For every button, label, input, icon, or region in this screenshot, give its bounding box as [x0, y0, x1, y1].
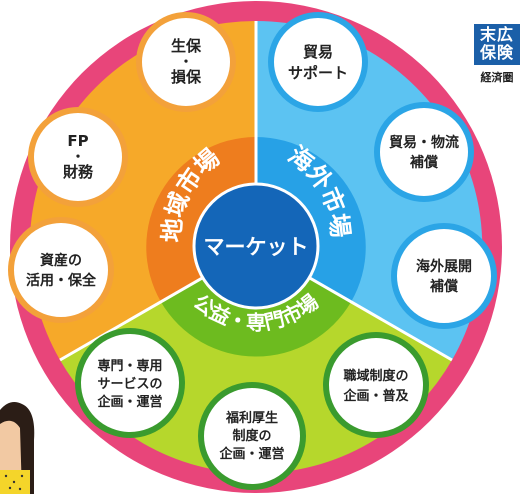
node-label-line: 貿易・物流 — [389, 134, 459, 151]
brand-caption: 経済圏 — [480, 71, 514, 84]
node-label-line: 海外展開 — [416, 258, 472, 275]
node-label-line: 企画・運営 — [218, 446, 284, 462]
node-overseas-expansion-coverage: 海外展開 補償 — [391, 223, 497, 329]
node-label-line: 企画・運営 — [96, 394, 162, 410]
node-label-line: 資産の — [40, 252, 82, 269]
node-label-line: 補償 — [409, 154, 439, 171]
brand-box: 末広 保険 — [474, 24, 520, 65]
node-label-line: 制度の — [232, 428, 271, 444]
node-label-line: サービスの — [97, 376, 162, 392]
node-label-line: 企画・普及 — [342, 388, 409, 404]
node-label-line: 補償 — [429, 278, 459, 295]
node-trade-logistics-coverage: 貿易・物流 補償 — [374, 102, 474, 202]
node-specialized-services: 専門・専用 サービスの 企画・運営 — [75, 328, 185, 438]
brand-logo: 末広 保険 経済圏 — [470, 24, 524, 85]
node-trade-support: 貿易 サポート — [268, 12, 368, 112]
brand-line-1: 末広 — [479, 25, 514, 44]
node-label-line: FP — [67, 132, 88, 150]
brand-line-2: 保険 — [479, 43, 514, 62]
node-label-line: 職域制度の — [343, 368, 408, 384]
person-illustration — [0, 402, 35, 494]
node-label-line: 財務 — [62, 163, 94, 181]
node-label-line: サポート — [288, 64, 348, 82]
node-label-line: 活用・保全 — [26, 272, 97, 289]
center-circle — [192, 182, 320, 310]
node-life-nonlife-insurance: 生保 ・ 損保 — [136, 12, 236, 112]
node-workplace-system: 職域制度の 企画・普及 — [323, 332, 429, 438]
node-asset-utilization: 資産の 活用・保全 — [8, 217, 114, 323]
node-label-line: ・ — [71, 150, 84, 165]
center-label: マーケット — [204, 235, 309, 259]
node-label-line: 生保 — [171, 37, 202, 55]
node-label-line: ・ — [179, 55, 192, 70]
node-label-line: 専門・専用 — [97, 358, 162, 374]
node-label-line: 損保 — [171, 68, 202, 86]
node-fp-finance: FP ・ 財務 — [28, 107, 128, 207]
node-label-line: 貿易 — [303, 43, 333, 61]
node-label-line: 福利厚生 — [225, 410, 278, 426]
node-welfare-system: 福利厚生 制度の 企画・運営 — [198, 382, 306, 490]
